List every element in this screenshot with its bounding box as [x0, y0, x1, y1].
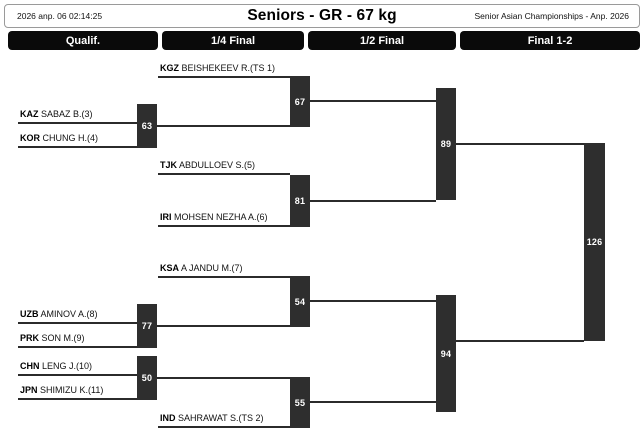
noc-code-ind: IND: [160, 413, 176, 423]
slot-label-prk: PRK SON M.(9): [20, 333, 85, 344]
athlete-name-ksa: A JANDU M.(7): [179, 263, 243, 273]
bracket-slot-ksa[interactable]: KSA A JANDU M.(7): [158, 258, 290, 278]
bout-box-67[interactable]: 67: [290, 76, 310, 127]
athlete-name-tjk: ABDULLOEV S.(5): [177, 160, 256, 170]
noc-code-iri: IRI: [160, 212, 172, 222]
athlete-name-jpn: SHIMIZU K.(11): [37, 385, 104, 395]
header-bar: 2026 anp. 06 02:14:25 Seniors - GR - 67 …: [4, 4, 640, 28]
slot-label-ksa: KSA A JANDU M.(7): [160, 263, 243, 274]
athlete-name-ind: SAHRAWAT S.(TS 2): [175, 413, 264, 423]
connector-qualif-3: [157, 377, 290, 379]
noc-code-ksa: KSA: [160, 263, 180, 273]
connector-qualif-2: [157, 325, 290, 327]
event-name: Senior Asian Championships - Anp. 2026: [474, 11, 629, 21]
athlete-name-kgz: BEISHEKEEV R.(TS 1): [179, 63, 276, 73]
header-timestamp: 2026 anp. 06 02:14:25: [17, 11, 103, 21]
bout-box-63[interactable]: 63: [137, 104, 157, 148]
slot-label-uzb: UZB AMINOV A.(8): [20, 309, 98, 320]
athlete-name-iri: MOHSEN NEZHA A.(6): [171, 212, 268, 222]
bracket-slot-tjk[interactable]: TJK ABDULLOEV S.(5): [158, 155, 290, 175]
slot-label-kgz: KGZ BEISHEKEEV R.(TS 1): [160, 63, 275, 74]
slot-label-kaz: KAZ SABAZ B.(3): [20, 109, 93, 120]
bout-box-89[interactable]: 89: [436, 88, 456, 200]
bout-box-54[interactable]: 54: [290, 276, 310, 327]
tournament-bracket: KGZ BEISHEKEEV R.(TS 1) KAZ SABAZ B.(3) …: [0, 52, 644, 441]
round-header-qualif: Qualif.: [8, 31, 158, 50]
bout-box-81[interactable]: 81: [290, 175, 310, 227]
bout-box-94[interactable]: 94: [436, 295, 456, 412]
bracket-slot-uzb[interactable]: UZB AMINOV A.(8): [18, 304, 137, 324]
round-header-quarter-final: 1/4 Final: [162, 31, 304, 50]
connector-semi-1: [456, 143, 584, 145]
bracket-slot-iri[interactable]: IRI MOHSEN NEZHA A.(6): [158, 207, 290, 227]
noc-code-chn: CHN: [20, 361, 40, 371]
noc-code-kor: KOR: [20, 133, 40, 143]
slot-label-iri: IRI MOHSEN NEZHA A.(6): [160, 212, 268, 223]
connector-quarter-2: [310, 200, 436, 202]
athlete-name-kaz: SABAZ B.(3): [38, 109, 93, 119]
bout-box-77[interactable]: 77: [137, 304, 157, 348]
bracket-slot-chn[interactable]: CHN LENG J.(10): [18, 356, 137, 376]
connector-quarter-3: [310, 300, 436, 302]
bracket-slot-kor[interactable]: KOR CHUNG H.(4): [18, 128, 137, 148]
noc-code-prk: PRK: [20, 333, 40, 343]
slot-label-jpn: JPN SHIMIZU K.(11): [20, 385, 103, 396]
athlete-name-kor: CHUNG H.(4): [40, 133, 99, 143]
athlete-name-uzb: AMINOV A.(8): [38, 309, 98, 319]
slot-label-kor: KOR CHUNG H.(4): [20, 133, 98, 144]
page-title: Seniors - GR - 67 kg: [247, 7, 397, 24]
slot-label-ind: IND SAHRAWAT S.(TS 2): [160, 413, 264, 424]
slot-label-chn: CHN LENG J.(10): [20, 361, 92, 372]
round-header-semi-final: 1/2 Final: [308, 31, 456, 50]
noc-code-jpn: JPN: [20, 385, 38, 395]
noc-code-uzb: UZB: [20, 309, 39, 319]
round-header-final: Final 1-2: [460, 31, 640, 50]
bracket-slot-prk[interactable]: PRK SON M.(9): [18, 328, 137, 348]
slot-label-tjk: TJK ABDULLOEV S.(5): [160, 160, 255, 171]
athlete-name-chn: LENG J.(10): [39, 361, 93, 371]
noc-code-tjk: TJK: [160, 160, 178, 170]
noc-code-kaz: KAZ: [20, 109, 39, 119]
bracket-slot-kgz[interactable]: KGZ BEISHEKEEV R.(TS 1): [158, 58, 290, 78]
bout-box-126[interactable]: 126: [584, 143, 605, 341]
bracket-slot-kaz[interactable]: KAZ SABAZ B.(3): [18, 104, 137, 124]
bracket-slot-ind[interactable]: IND SAHRAWAT S.(TS 2): [158, 408, 290, 428]
bracket-slot-jpn[interactable]: JPN SHIMIZU K.(11): [18, 380, 137, 400]
connector-qualif-1: [157, 125, 290, 127]
connector-quarter-4: [310, 401, 436, 403]
bout-box-50[interactable]: 50: [137, 356, 157, 400]
connector-semi-2: [456, 340, 584, 342]
connector-quarter-1: [310, 100, 436, 102]
noc-code-kgz: KGZ: [160, 63, 179, 73]
bout-box-55[interactable]: 55: [290, 377, 310, 428]
athlete-name-prk: SON M.(9): [39, 333, 85, 343]
